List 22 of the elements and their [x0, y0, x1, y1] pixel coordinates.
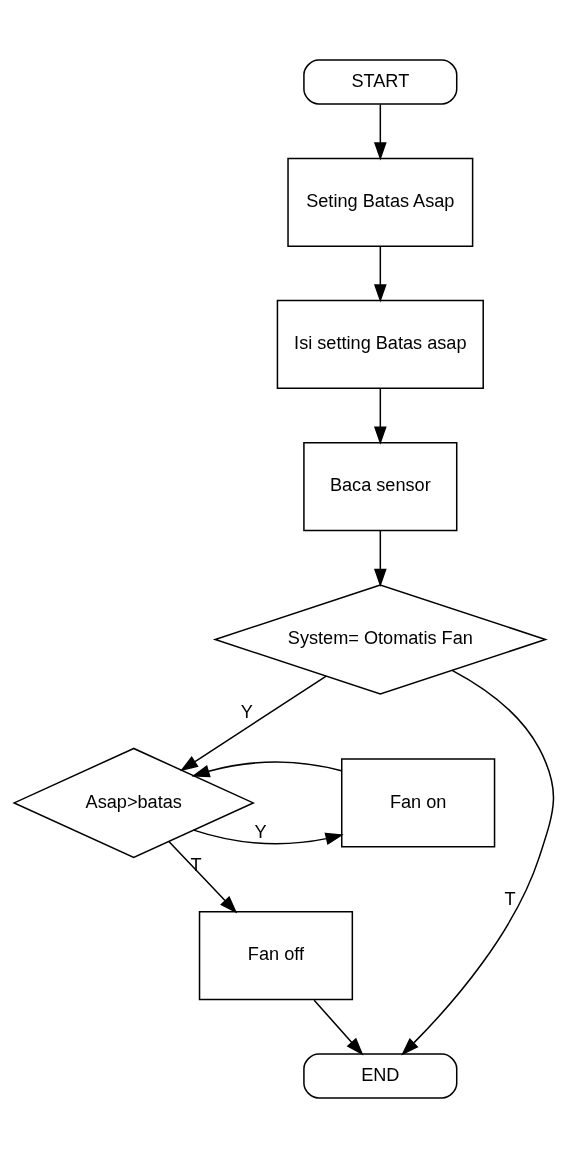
edge-label: Y: [254, 822, 267, 843]
node-box: START: [303, 59, 458, 105]
node-box: Seting Batas Asap: [287, 157, 474, 247]
arrow: [179, 675, 327, 772]
arrow: [373, 387, 387, 445]
edge-label: T: [504, 888, 516, 909]
node-box: Fan on: [341, 758, 496, 848]
arrow: [191, 761, 343, 778]
node-box: Isi setting Batas asap: [276, 299, 484, 390]
node-box: END: [303, 1053, 458, 1099]
node-box: Baca sensor: [303, 442, 458, 532]
node-box: Fan off: [198, 911, 354, 1001]
edge-label: Y: [240, 702, 253, 723]
arrow: [313, 999, 364, 1056]
node-diamond: System= Otomatis Fan: [212, 584, 548, 695]
arrow: [373, 103, 387, 161]
arrow: [168, 840, 238, 914]
arrow: [373, 530, 387, 587]
node-diamond: Asap>batas: [12, 747, 256, 859]
arrow: [373, 245, 387, 303]
arrow: [401, 669, 555, 1056]
arrow: [192, 829, 344, 845]
